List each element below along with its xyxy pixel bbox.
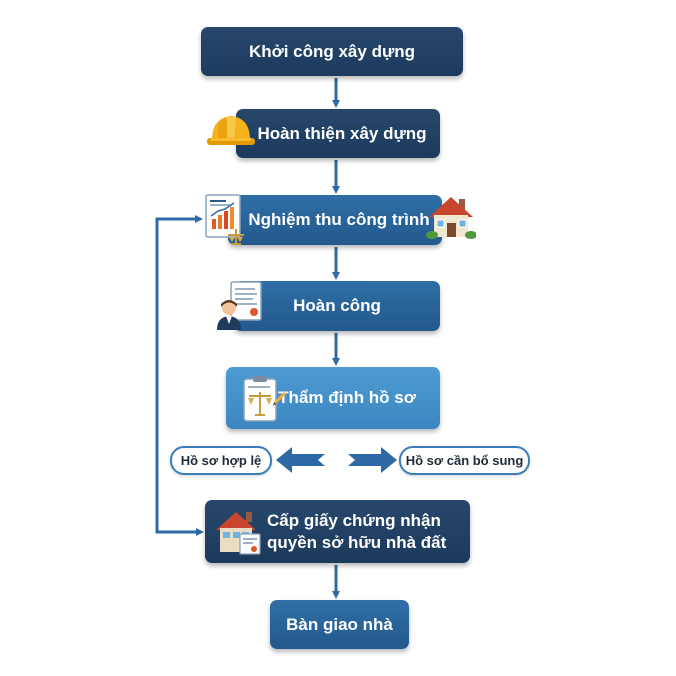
- step-acceptance: Nghiệm thu công trình: [228, 195, 442, 245]
- step-handover: Bàn giao nhà: [270, 600, 409, 649]
- step-start: Khởi công xây dựng: [201, 27, 463, 76]
- step-review-label: Thẩm định hồ sơ: [278, 388, 416, 407]
- step-handover-label: Bàn giao nhà: [286, 614, 393, 634]
- arrow-right-to-supplement: [348, 447, 397, 473]
- step-finish-label: Hoàn thiện xây dựng: [257, 123, 427, 143]
- certificate-house-icon: [216, 512, 261, 555]
- outcome-valid: Hồ sơ hợp lệ: [170, 446, 272, 475]
- step-certificate-line2: quyền sở hữu nhà đất: [267, 532, 447, 552]
- outcome-valid-label: Hồ sơ hợp lệ: [180, 453, 262, 468]
- hard-hat-icon: [207, 116, 255, 145]
- step-completion-label: Hoàn công: [293, 296, 381, 315]
- clipboard-scale-icon: [243, 376, 286, 422]
- step-start-label: Khởi công xây dựng: [248, 41, 416, 61]
- feedback-loop-line: [155, 215, 203, 534]
- step-finish: Hoàn thiện xây dựng: [236, 109, 440, 158]
- step-certificate-line1: Cấp giấy chứng nhận: [267, 510, 441, 530]
- step-completion: Hoàn công: [234, 281, 440, 331]
- step-acceptance-label: Nghiệm thu công trình: [248, 210, 430, 229]
- outcome-supplement-label: Hồ sơ cần bổ sung: [405, 453, 524, 468]
- house-icon: [426, 197, 476, 239]
- arrow-left-to-valid: [276, 447, 325, 473]
- outcome-supplement: Hồ sơ cần bổ sung: [399, 446, 530, 475]
- report-chart-icon: [205, 194, 244, 245]
- person-document-icon: [217, 281, 262, 330]
